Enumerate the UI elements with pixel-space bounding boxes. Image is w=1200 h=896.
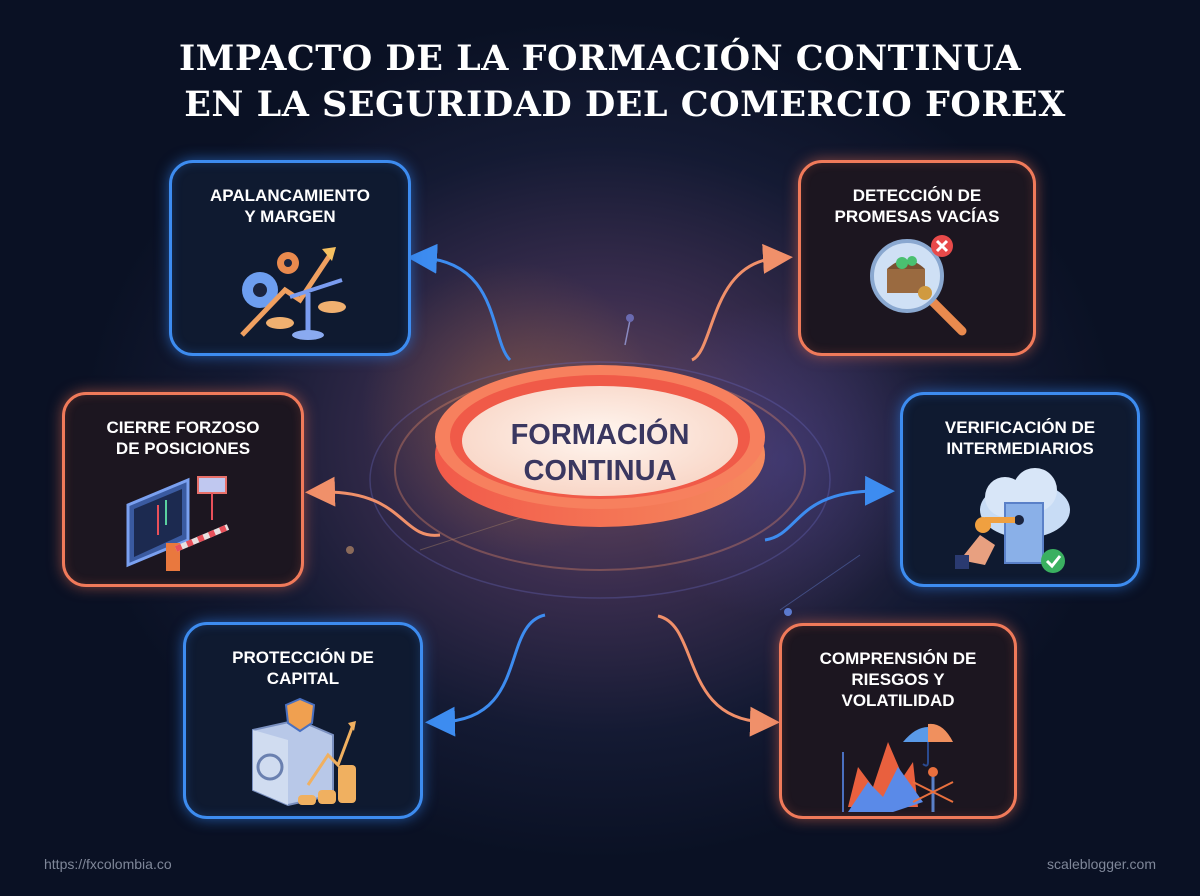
- card-title-line-1: VERIFICACIÓN DE: [944, 418, 1096, 437]
- card-proteccion-de-capital: PROTECCIÓN DE CAPITAL: [183, 622, 423, 819]
- gear-scale-arrow-icon: [240, 247, 346, 340]
- card-title-line-1: COMPRENSIÓN DE: [819, 649, 977, 668]
- hub-formacion-continua: FORMACIÓN CONTINUA: [430, 355, 770, 530]
- hub-ring-icon: [435, 365, 765, 527]
- card-apalancamiento-y-margen: APALANCAMIENTO Y MARGEN: [169, 160, 411, 356]
- card-title-line-2: DE POSICIONES: [115, 439, 251, 458]
- title-line-2: EN LA SEGURIDAD DEL COMERCIO FOREX: [184, 84, 1066, 125]
- card-title-line-1: CIERRE FORZOSO: [106, 418, 260, 437]
- card-title-line-2: CAPITAL: [266, 669, 340, 688]
- cloud-key-server-icon: [955, 468, 1070, 573]
- card-title-line-1: APALANCAMIENTO: [210, 186, 370, 205]
- magnifier-treasure-icon: [870, 235, 967, 336]
- card-title-line-2: INTERMEDIARIOS: [946, 439, 1094, 458]
- page-title: IMPACTO DE LA FORMACIÓN CONTINUA EN LA S…: [0, 36, 1200, 128]
- card-deteccion-promesas-vacias: DETECCIÓN DE PROMESAS VACÍAS: [798, 160, 1036, 356]
- card-comprension-riesgos-volatilidad: COMPRENSIÓN DE RIESGOS Y VOLATILIDAD: [779, 623, 1017, 819]
- card-verificacion-de-intermediarios: VERIFICACIÓN DE INTERMEDIARIOS: [900, 392, 1140, 587]
- card-title-line-2: RIESGOS Y: [851, 670, 945, 689]
- card-title-line-2: PROMESAS VACÍAS: [834, 207, 1000, 226]
- monitor-barrier-icon: [126, 476, 230, 571]
- chart-umbrella-icon: [842, 723, 954, 812]
- footer-source-right: scaleblogger.com: [1047, 856, 1156, 872]
- title-line-1: IMPACTO DE LA FORMACIÓN CONTINUA: [178, 38, 1022, 79]
- card-cierre-forzoso-de-posiciones: CIERRE FORZOSO DE POSICIONES: [62, 392, 304, 587]
- card-title-line-1: PROTECCIÓN DE: [232, 648, 374, 667]
- card-title-line-3: VOLATILIDAD: [841, 691, 955, 710]
- safe-shield-coins-icon: [252, 697, 356, 807]
- footer-source-left: https://fxcolombia.co: [44, 856, 172, 872]
- card-title-line-1: DETECCIÓN DE: [852, 186, 982, 205]
- card-title-line-2: Y MARGEN: [244, 207, 336, 226]
- hub-line-2: CONTINUA: [523, 455, 677, 487]
- hub-line-1: FORMACIÓN: [510, 419, 690, 451]
